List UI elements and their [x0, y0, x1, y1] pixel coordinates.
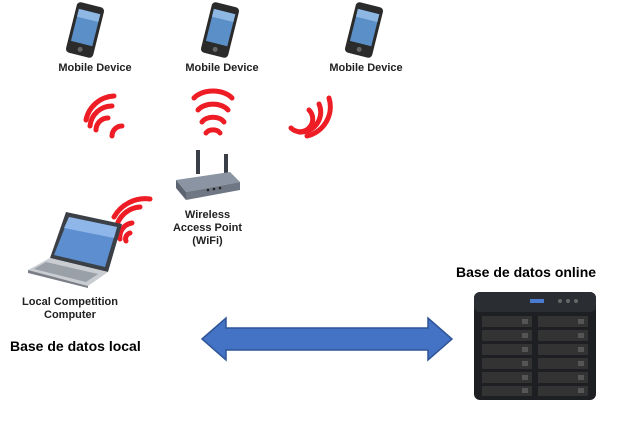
local-db-label: Base de datos local — [10, 338, 141, 354]
mobile-device-1: Mobile Device — [40, 0, 150, 80]
wifi-signal-icon — [111, 196, 153, 244]
wireless-access-point: Wireless Access Point (WiFi) — [160, 146, 255, 256]
smartphone-icon — [344, 2, 384, 58]
mobile-device-label: Mobile Device — [58, 62, 132, 74]
wifi-signal-icon — [191, 88, 235, 136]
access-point-label-line-1: Wireless — [184, 209, 231, 221]
mobile-device-label: Mobile Device — [185, 62, 259, 74]
bidirectional-arrow — [200, 316, 454, 362]
smartphone-icon — [65, 2, 105, 58]
online-db-server — [470, 290, 600, 402]
local-computer-label-line-2: Computer — [44, 309, 96, 321]
router-icon — [176, 150, 240, 200]
smartphone-icon — [200, 2, 240, 58]
local-competition-computer: Local Competition Computer — [10, 208, 150, 328]
wifi-signal-icon — [288, 95, 333, 139]
mobile-device-3: Mobile Device — [311, 0, 421, 80]
access-point-label-line-2: Access Point — [172, 222, 243, 234]
access-point-label-line-3: (WiFi) — [192, 235, 223, 247]
wifi-signal-icon — [83, 93, 125, 139]
online-db-label: Base de datos online — [456, 264, 597, 280]
mobile-device-label: Mobile Device — [329, 62, 403, 74]
mobile-device-2: Mobile Device — [167, 0, 277, 80]
local-computer-label-line-1: Local Competition — [22, 296, 118, 308]
laptop-icon — [28, 212, 122, 288]
nas-server-icon — [474, 292, 596, 400]
